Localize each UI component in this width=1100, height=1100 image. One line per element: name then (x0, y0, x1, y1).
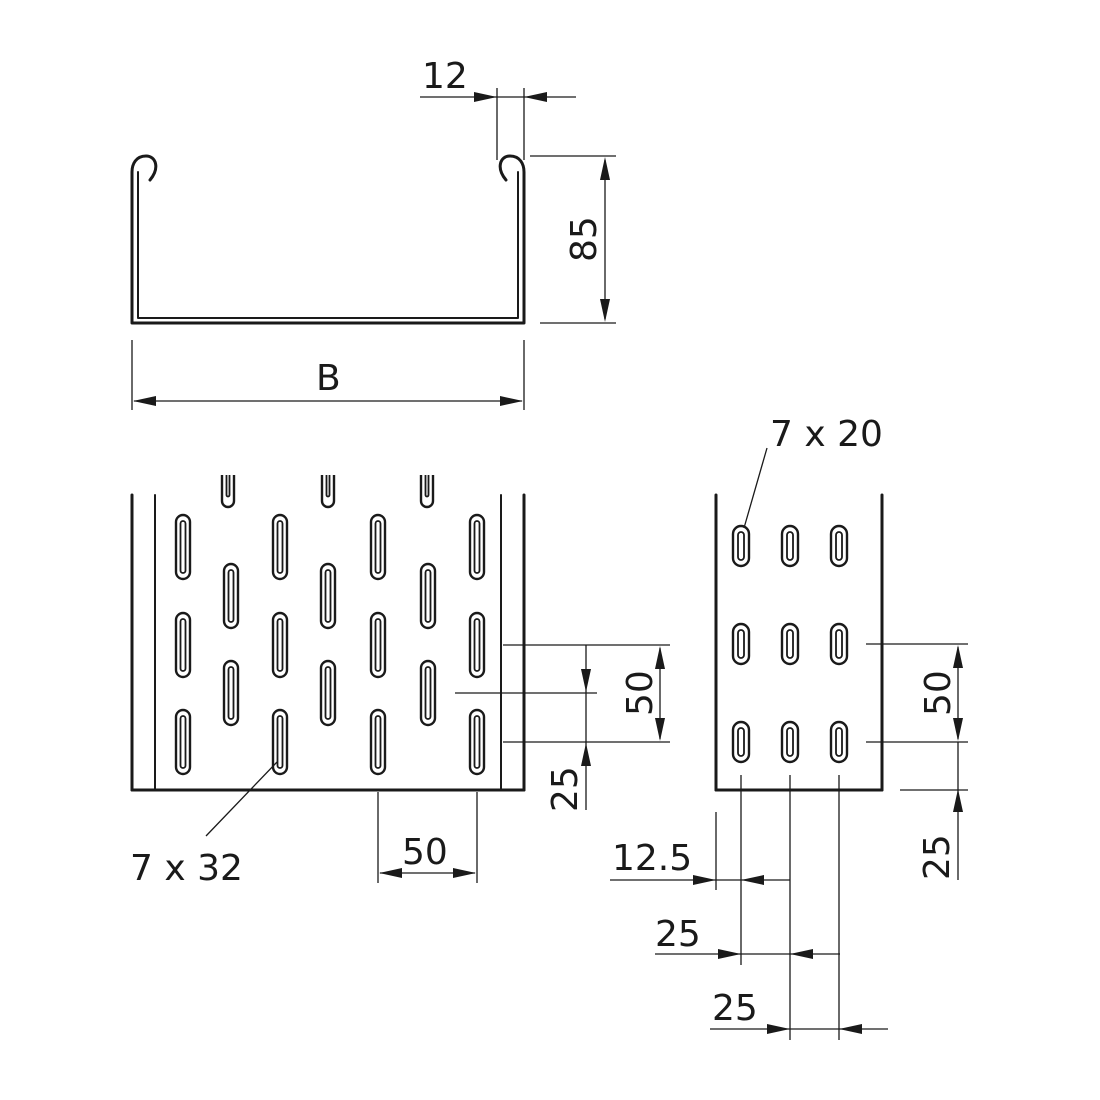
side-perforation-view: 7 x 20 50 25 12.5 (610, 414, 968, 1040)
tray-profile (130, 154, 526, 325)
dim-right-hspacing-1: 25 (655, 914, 840, 959)
dim-right-hspacing-2: 25 (710, 988, 888, 1034)
dim-width: B (131, 340, 525, 410)
dim-left-bottom-offset: 25 (545, 645, 591, 812)
dim-left-vspacing: 50 (455, 644, 670, 743)
dim-label-left-vspacing: 50 (620, 670, 661, 716)
dim-label-width: B (316, 358, 341, 399)
dim-label-right-edge-offset: 12.5 (612, 838, 692, 879)
slot-size-right: 7 x 20 (770, 414, 883, 455)
dim-right-edge-offset: 12.5 (610, 838, 790, 885)
dim-label-right-vspacing: 50 (918, 670, 959, 716)
dim-lip-width: 12 (420, 56, 576, 160)
dim-label-left-bottom-offset: 25 (545, 766, 586, 812)
dim-side-height: 85 (530, 155, 616, 324)
dim-label-right-bottom-offset: 25 (917, 834, 958, 880)
dim-label-left-hspacing: 50 (402, 832, 448, 873)
dim-right-vspacing: 50 (866, 643, 968, 743)
dim-label-right-hspacing-1: 25 (655, 914, 701, 955)
slot-size-left: 7 x 32 (130, 848, 243, 889)
dim-right-bottom-offset: 25 (900, 742, 968, 880)
base-perforation-view: 7 x 32 50 25 50 (130, 473, 670, 889)
dim-left-hspacing: 50 (377, 792, 478, 883)
dim-label-lip-width: 12 (422, 56, 468, 97)
tray-profile-inner (137, 171, 519, 319)
cross-section-view: 12 85 B (130, 56, 616, 410)
dim-label-side-height: 85 (564, 216, 605, 262)
dim-label-right-hspacing-2: 25 (712, 988, 758, 1029)
